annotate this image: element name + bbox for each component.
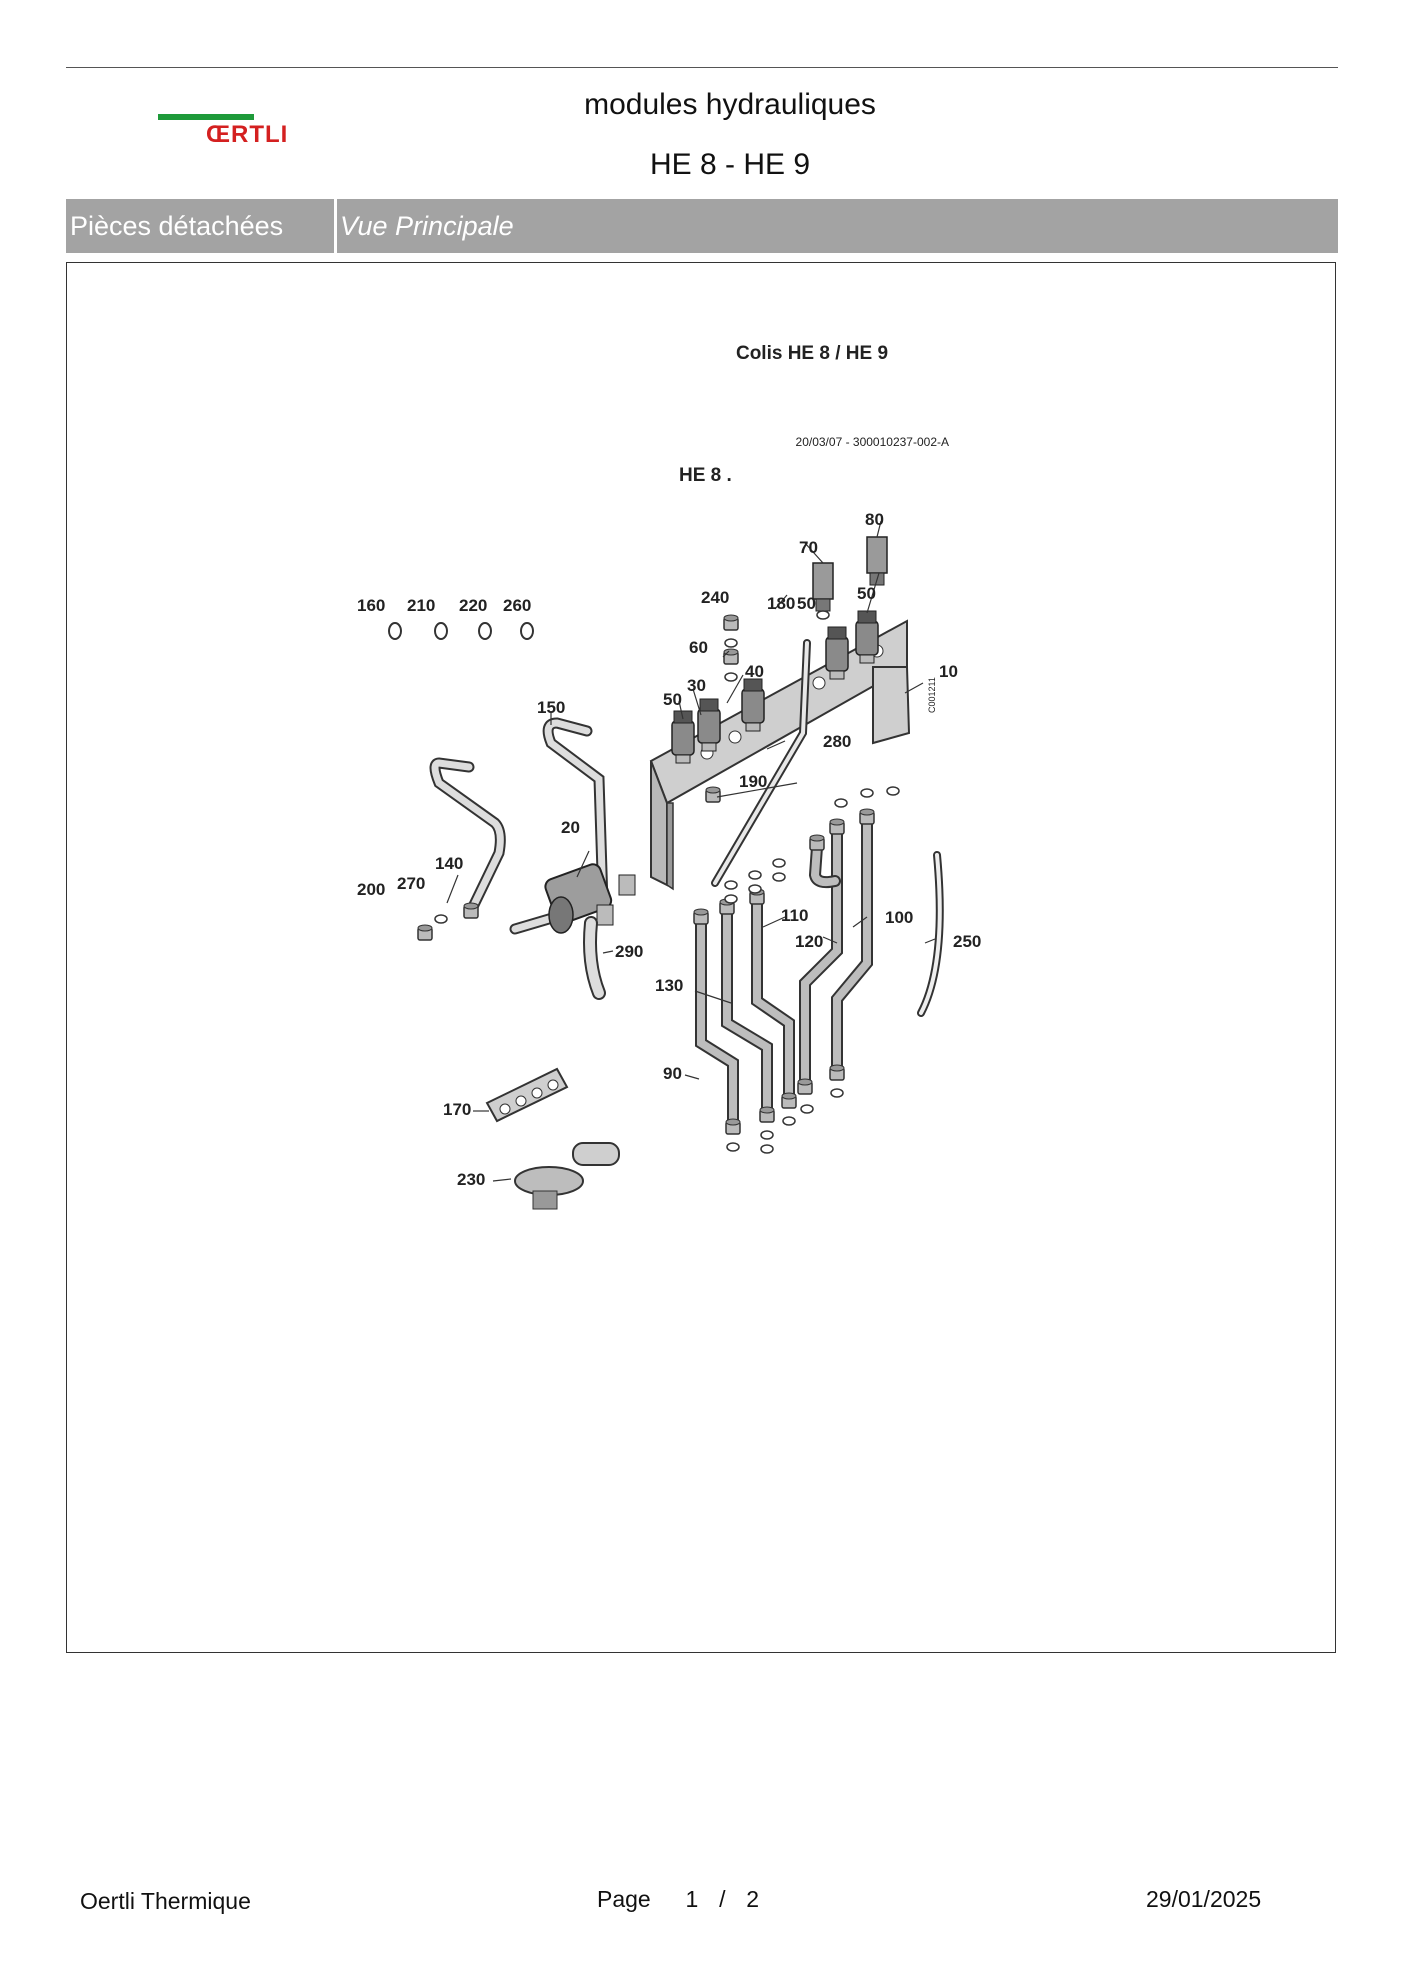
part-label-50c: 50	[857, 584, 876, 603]
part-label-160: 160	[357, 596, 385, 615]
logo-green-bar	[158, 114, 254, 120]
part-label-280: 280	[823, 732, 851, 751]
footer-company: Oertli Thermique	[80, 1888, 251, 1914]
part-label-230: 230	[457, 1170, 485, 1189]
pipe-set	[695, 817, 873, 1131]
part-label-200: 200	[357, 880, 385, 899]
section-band: Pièces détachées Vue Principale	[66, 199, 1338, 253]
part-label-290: 290	[615, 942, 643, 961]
part-label-50a: 50	[663, 690, 682, 709]
part-label-260: 260	[503, 596, 531, 615]
part-label-170: 170	[443, 1100, 471, 1119]
exploded-parts-diagram: Colis HE 8 / HE 9 20/03/07 - 300010237-0…	[357, 343, 981, 1210]
part-labels: 10 20 30 40 50 50 50 60 70 80 90 100 110…	[357, 510, 981, 1189]
document-title: modules hydrauliques	[584, 88, 876, 121]
part-label-180: 180	[767, 594, 795, 613]
part-label-110: 110	[781, 906, 808, 925]
part-label-270: 270	[397, 874, 425, 893]
frame-valves	[671, 536, 888, 764]
pump-20	[544, 863, 636, 934]
leader-lines	[446, 520, 936, 1182]
package-title: Colis HE 8 / HE 9	[736, 343, 888, 364]
part-label-100: 100	[885, 908, 913, 927]
part-label-60: 60	[689, 638, 708, 657]
footer-pagination: Page 1 / 2	[597, 1886, 759, 1913]
drawing-frame: Colis HE 8 / HE 9 20/03/07 - 300010237-0…	[66, 262, 1336, 1653]
page-total: 2	[746, 1886, 760, 1912]
logo-text: ŒRTLI	[206, 121, 289, 148]
part-label-220: 220	[459, 596, 487, 615]
part-label-190: 190	[739, 772, 767, 791]
part-label-250: 250	[953, 932, 981, 951]
seal-rings	[388, 622, 534, 640]
document-subtitle: HE 8 - HE 9	[649, 148, 811, 181]
part-label-10: 10	[939, 662, 958, 681]
section-label: Pièces détachées	[70, 211, 284, 241]
support-230	[514, 1142, 620, 1210]
part-label-50b: 50	[797, 594, 816, 613]
part-label-90: 90	[663, 1064, 682, 1083]
part-label-130: 130	[655, 976, 683, 995]
part-label-80: 80	[865, 510, 884, 529]
page-label: Page	[597, 1886, 651, 1912]
part-label-210: 210	[407, 596, 435, 615]
band-divider	[334, 199, 337, 253]
view-label: Vue Principale	[340, 211, 514, 241]
drawing-code: C001211	[927, 677, 937, 713]
part-label-40: 40	[745, 662, 764, 681]
model-label: HE 8 .	[679, 465, 732, 486]
part-label-140: 140	[435, 854, 463, 873]
part-label-70: 70	[799, 538, 818, 557]
part-label-30: 30	[687, 676, 706, 695]
part-label-120: 120	[795, 932, 823, 951]
drawing-reference: 20/03/07 - 300010237-002-A	[796, 435, 949, 449]
footer-date: 29/01/2025	[1146, 1886, 1262, 1912]
brand-logo: ŒRTLI	[158, 114, 308, 154]
page-current: 1	[685, 1886, 699, 1912]
mounting-plate	[485, 1067, 569, 1123]
part-label-20: 20	[561, 818, 580, 837]
top-rule	[66, 67, 1338, 68]
part-label-150: 150	[537, 698, 565, 717]
part-label-240: 240	[701, 588, 729, 607]
page-separator: /	[719, 1886, 726, 1912]
